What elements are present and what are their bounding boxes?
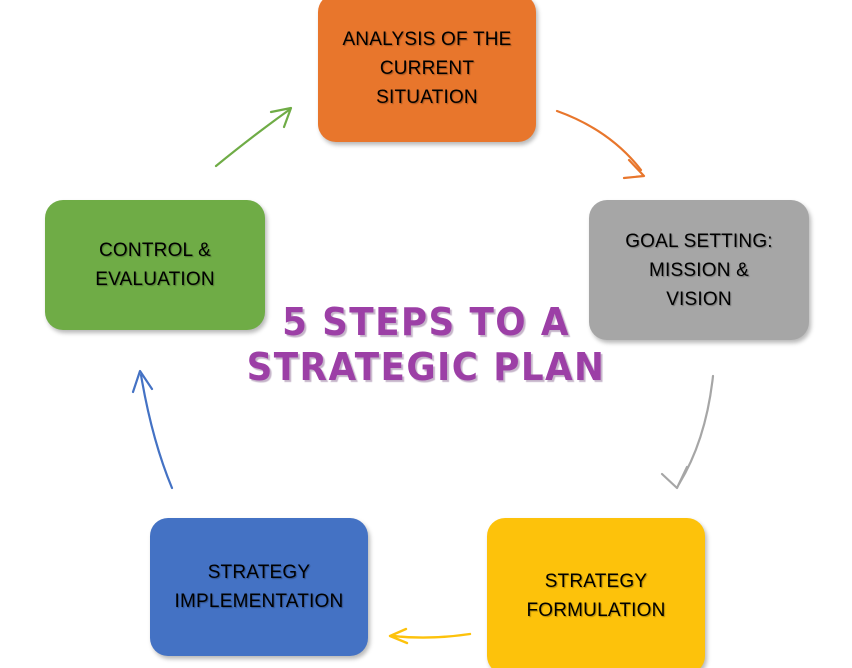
- diagram-title: 5 STEPS TO A STRATEGIC PLAN: [246, 300, 606, 389]
- step-label-control-evaluation: CONTROL & EVALUATION: [95, 240, 215, 290]
- step-box-goal-setting-mission-vision[interactable]: GOAL SETTING: MISSION & VISION: [589, 200, 809, 340]
- step-box-strategy-formulation[interactable]: STRATEGY FORMULATION: [487, 518, 705, 668]
- arrow-analysis-to-goal: [555, 109, 646, 180]
- step-label-strategy-implementation: STRATEGY IMPLEMENTATION: [174, 562, 344, 612]
- step-box-control-and-evaluation[interactable]: CONTROL & EVALUATION: [45, 200, 265, 330]
- arrow-formulation-to-implementation: [388, 627, 472, 645]
- step-box-analysis-of-the-current-situation[interactable]: ANALYSIS OF THE CURRENT SITUATION: [318, 0, 536, 142]
- arrow-control-to-analysis: [214, 106, 293, 168]
- arrow-implementation-to-control: [131, 369, 174, 490]
- step-box-strategy-implementation[interactable]: STRATEGY IMPLEMENTATION: [150, 518, 368, 656]
- step-label-goal-setting: GOAL SETTING: MISSION & VISION: [625, 230, 773, 310]
- step-label-strategy-formulation: STRATEGY FORMULATION: [526, 571, 666, 621]
- arrow-goal-to-formulation: [660, 374, 715, 490]
- step-label-analysis: ANALYSIS OF THE CURRENT SITUATION: [342, 28, 512, 108]
